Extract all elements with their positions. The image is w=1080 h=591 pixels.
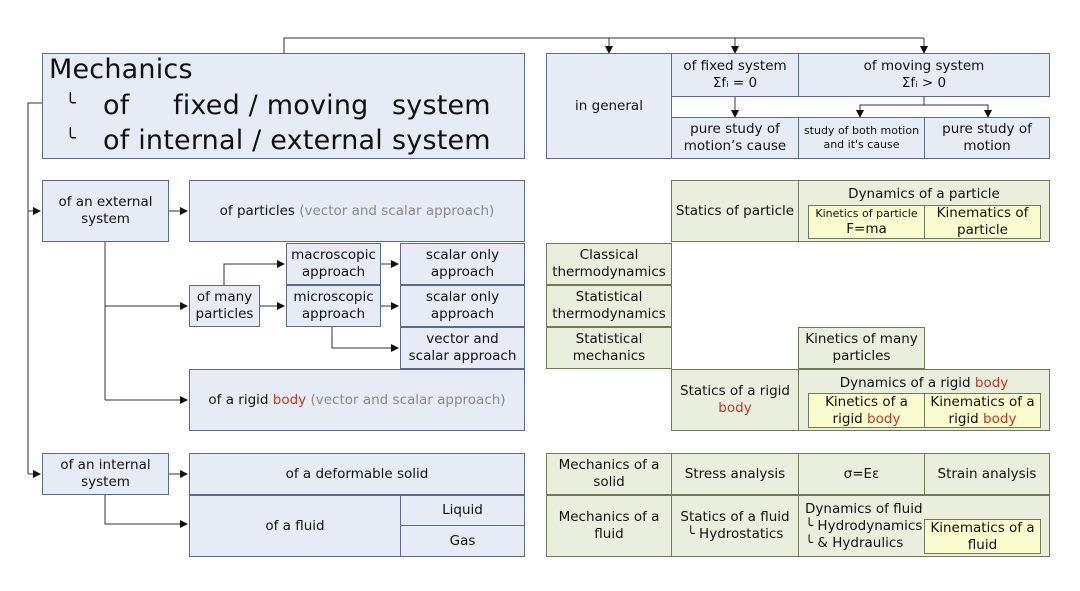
branch-icon: ╰ [805,517,818,534]
strain-analysis: Strain analysis [924,453,1050,495]
scalar-only-1: scalar only approach [400,243,525,285]
mechanics-solid: Mechanics of a solid [546,453,672,495]
title-mechanics: Mechanics [49,54,193,85]
kinetics-particle: Kinetics of particle F=ma [808,205,925,239]
kinetics-rigid-body: Kinetics of a rigid body [808,393,925,428]
statics-fluid-label: Statics of a fluid [680,509,790,525]
dynamics-particle-label: Dynamics of a particle [848,186,1000,202]
statics-rigid-label: Statics of a rigid [680,383,790,399]
stress-analysis: Stress analysis [671,453,799,495]
of-particles: of particles (vector and scalar approach… [189,180,525,242]
fma-equation: F=ma [846,220,887,237]
mechanics-fluid: Mechanics of a fluid [546,495,672,557]
rigid-body: of a rigid body (vector and scalar appro… [189,369,525,431]
in-general: in general [546,53,672,159]
title-internal-external: of internal / external [103,125,383,156]
title-of-1: of [103,90,130,121]
title-branch-icon-2: ╰ [65,128,77,149]
title-branch-icon: ╰ [65,93,77,114]
pure-study-cause: pure study of motion’s cause [671,117,799,159]
moving-system-eq: Σfᵢ > 0 [901,75,947,91]
liquid: Liquid [400,495,525,526]
statics-fluid: Statics of a fluid ╰ Hydrostatics [671,495,799,557]
macroscopic-approach: macroscopic approach [286,243,381,285]
of-many-particles: of many particles [189,285,260,327]
kinetics-rigid-word: body [867,410,901,427]
dynamics-fluid-label: Dynamics of fluid [805,500,923,517]
link-micro-vector [331,327,399,352]
hydraulics-label: & Hydraulics [817,534,904,551]
sigma-equation: σ=Eε [798,453,925,495]
study-both: study of both motion and it's cause [798,117,925,159]
hydrodynamics-label: Hydrodynamics [817,517,923,534]
of-particles-note: (vector and scalar approach) [299,202,495,219]
title-system-1: system [392,90,491,121]
hydrostatics-label: Hydrostatics [699,526,784,542]
vector-scalar: vector and scalar approach [400,327,525,369]
kinematics-rigid-body: Kinematics of a rigid body [924,393,1041,428]
dynamics-rigid-word: body [974,375,1009,391]
title-fixed-moving: fixed / moving [173,90,369,121]
kinematics-rigid-word: body [983,410,1017,427]
kinetics-rigid-label: Kinetics of a [825,393,908,410]
kinematics-particle: Kinematics of particle [924,205,1041,239]
external-system: of an external system [42,180,169,242]
branch-icon: ╰ [686,526,700,542]
gas: Gas [400,525,525,557]
fixed-system-eq: Σfᵢ = 0 [712,75,758,91]
fixed-system: of fixed system Σfᵢ = 0 [671,53,799,97]
kinematics-rigid-label: Kinematics of a [930,393,1035,410]
kinematics-fluid: Kinematics of a fluid [924,519,1041,554]
rigid-body-note: (vector and scalar approach) [310,391,506,408]
link-internal-fluid [104,494,188,528]
statistical-mechanics: Statistical mechanics [546,327,672,369]
kinetics-particle-label: Kinetics of particle [815,206,918,220]
link-many-macro [223,260,285,285]
fixed-system-label: of fixed system [683,58,787,74]
rigid-body-label: of a rigid [208,391,269,408]
kinetics-many-particles: Kinetics of many particles [798,327,925,369]
moving-system-label: of moving system [863,58,985,74]
rigid-body-word: body [272,391,307,408]
title-system-2: system [392,125,491,156]
statics-rigid-body: Statics of a rigid body [671,369,799,431]
microscopic-approach: microscopic approach [286,285,381,327]
statics-particle: Statics of particle [671,180,799,242]
of-particles-label: of particles [219,202,295,219]
scalar-only-2: scalar only approach [400,285,525,327]
moving-system: of moving system Σfᵢ > 0 [798,53,1050,97]
deformable-solid: of a deformable solid [189,453,525,495]
pure-study-motion: pure study of motion [924,117,1050,159]
kinematics-rigid-rigid: rigid [948,410,979,427]
title-box: Mechanics ╰ of fixed / moving system ╰ o… [42,53,525,159]
internal-system: of an internal system [42,453,169,495]
classical-thermodynamics: Classical thermodynamics [546,243,672,285]
of-a-fluid: of a fluid [189,495,401,557]
dynamics-rigid-label: Dynamics of a rigid [839,375,971,391]
branch-icon: ╰ [805,534,818,551]
statistical-thermodynamics: Statistical thermodynamics [546,285,672,327]
link-moving-split [859,97,989,117]
link-title-left [27,102,42,474]
link-title-top [283,37,924,53]
kinetics-rigid-rigid: rigid [832,410,863,427]
statics-rigid-word: body [718,400,752,416]
